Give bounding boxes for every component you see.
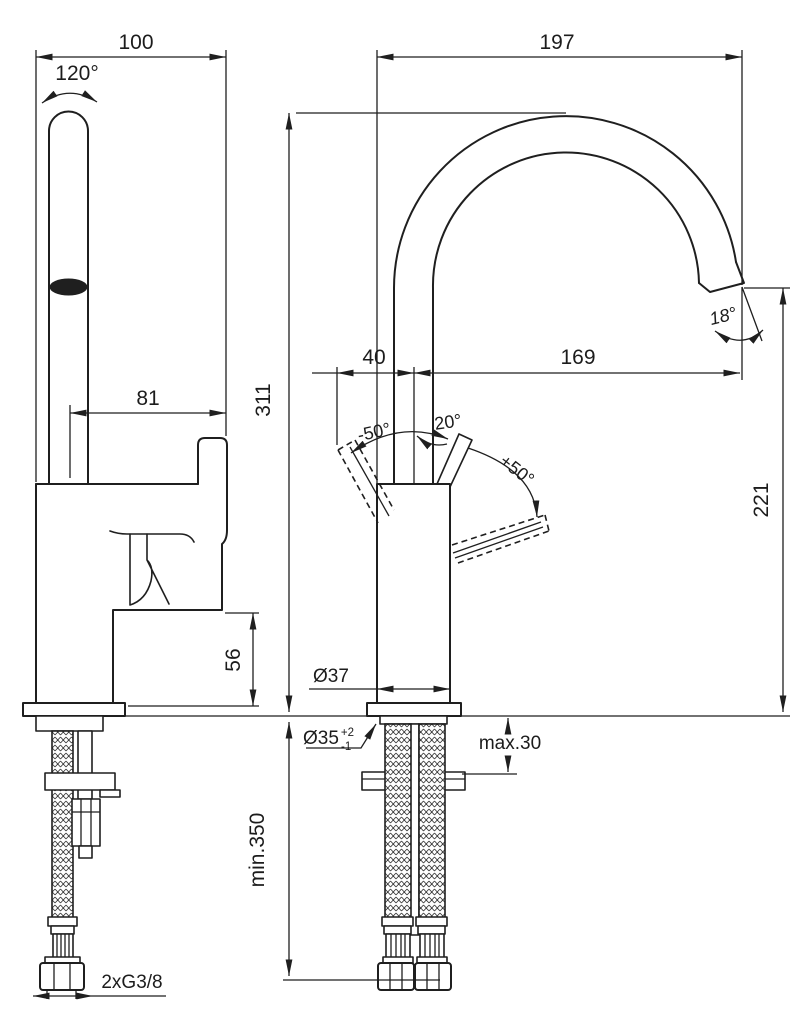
side-lever-open-position [436, 433, 473, 488]
dimensions: 100 120° 81 56 2xG3/8 197 [33, 31, 790, 1000]
side-lever-back-position [337, 439, 395, 524]
dim-label-connection-thread: 2xG3/8 [101, 972, 162, 993]
front-mounting-nut [71, 798, 101, 859]
side-spout-outlet-tip [698, 261, 745, 293]
dim-connection-thread: 2xG3/8 [33, 972, 166, 1000]
dim-label-height-to-spout-top: 311 [252, 383, 275, 416]
side-base-plate [366, 702, 462, 717]
dim-label-handle-offset: 40 [362, 346, 385, 369]
dim-min-hose-length: min.350 [246, 722, 440, 981]
front-lever-linkage [129, 533, 170, 606]
front-lever-recess [109, 530, 195, 543]
dim-label-spout-reach: 169 [560, 346, 595, 369]
dim-hole-diameter: Ø35+2-1 [303, 723, 377, 753]
dim-label-outlet-height: 221 [750, 482, 773, 517]
dim-label-lever-angle-front: +50° [496, 451, 538, 490]
dim-max-deck-thickness: max.30 [462, 718, 541, 775]
side-body-column [376, 483, 451, 704]
dim-height-to-spout-top: 311 [252, 112, 566, 712]
front-spout-outlet-mark [49, 278, 88, 296]
front-base-flange [35, 715, 104, 732]
dim-lever-angle-front: +50° [467, 447, 540, 518]
dim-label-overall-depth: 197 [539, 31, 574, 54]
front-base-plate [22, 702, 126, 717]
dim-label-swivel-angle: 120° [55, 62, 98, 85]
dim-label-max-deck-thickness: max.30 [479, 733, 541, 754]
dim-front-width: 100 [35, 31, 227, 482]
dim-label-handle-reach: 81 [136, 387, 159, 410]
dim-label-min-hose-length: min.350 [246, 813, 269, 888]
dim-label-front-width: 100 [118, 31, 153, 54]
dim-label-lever-angle-back: -50° [356, 419, 393, 445]
front-supply-hose [51, 730, 74, 919]
dim-handle-offset: 40 [312, 346, 415, 484]
dim-lever-angle-open: 20° [416, 410, 463, 450]
dim-label-outlet-angle: 18° [707, 303, 738, 329]
side-hose-end-fittings [377, 916, 452, 991]
dim-overall-depth: 197 [376, 31, 743, 484]
dim-label-handle-height: 56 [222, 648, 245, 671]
dim-body-diameter: Ø37 [309, 666, 450, 693]
side-lever-front-position [451, 514, 550, 564]
dim-label-hole-diameter: Ø35+2-1 [303, 727, 354, 753]
front-hose-end-fitting [39, 916, 85, 991]
front-view [22, 110, 228, 991]
dim-label-lever-angle-open: 20° [433, 410, 463, 434]
side-view [337, 115, 763, 991]
side-supply-hose-right [418, 723, 446, 919]
front-handle-grip [112, 437, 228, 704]
dim-spout-reach: 169 [414, 346, 740, 377]
front-spout-tube [48, 110, 89, 485]
side-spout-outer-arc [393, 115, 737, 485]
dim-swivel-angle: 120° [41, 62, 99, 104]
front-clamp-plate [44, 772, 116, 791]
side-spout-inner-arc [431, 151, 700, 485]
side-supply-hose-left [384, 723, 412, 919]
front-clamp-tab [99, 789, 121, 798]
dim-label-body-diameter: Ø37 [313, 666, 349, 687]
side-base-ring [379, 715, 448, 725]
dim-outlet-height: 221 [744, 287, 790, 712]
dim-handle-height: 56 [128, 612, 259, 707]
dim-handle-reach: 81 [69, 387, 226, 478]
